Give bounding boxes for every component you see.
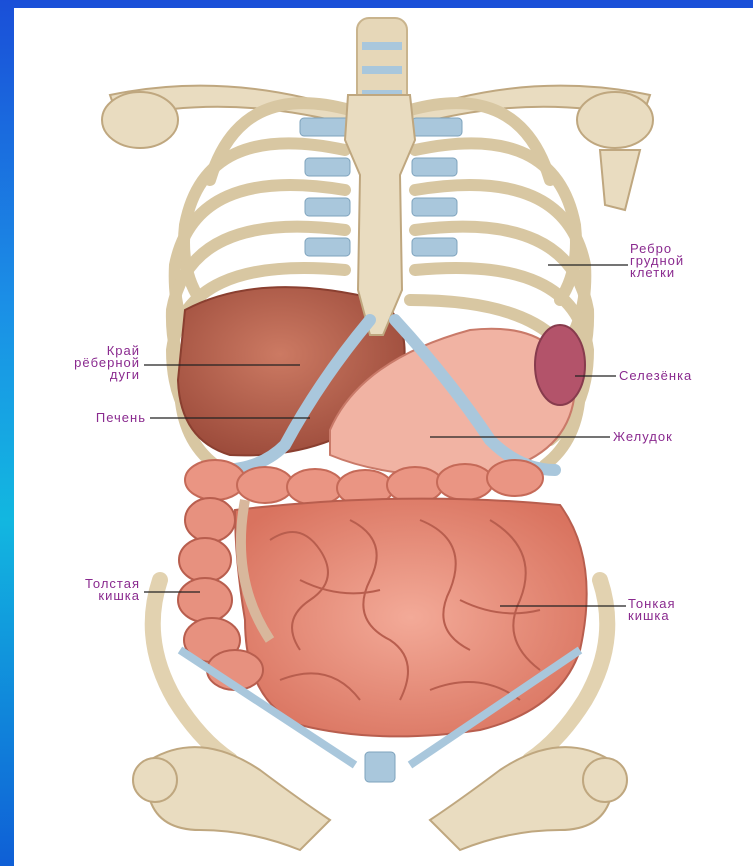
- label-spleen: Селезёнка: [619, 370, 692, 382]
- label-costal-margin: Край рёберной дуги: [48, 345, 140, 381]
- label-stomach: Желудок: [613, 431, 673, 443]
- label-rib: Ребро грудной клетки: [630, 243, 684, 279]
- small-intestine: [235, 499, 587, 737]
- spleen: [535, 325, 585, 405]
- label-liver: Печень: [58, 412, 146, 424]
- label-large-intestine: Толстая кишка: [48, 578, 140, 602]
- label-small-intestine: Тонкая кишка: [628, 598, 676, 622]
